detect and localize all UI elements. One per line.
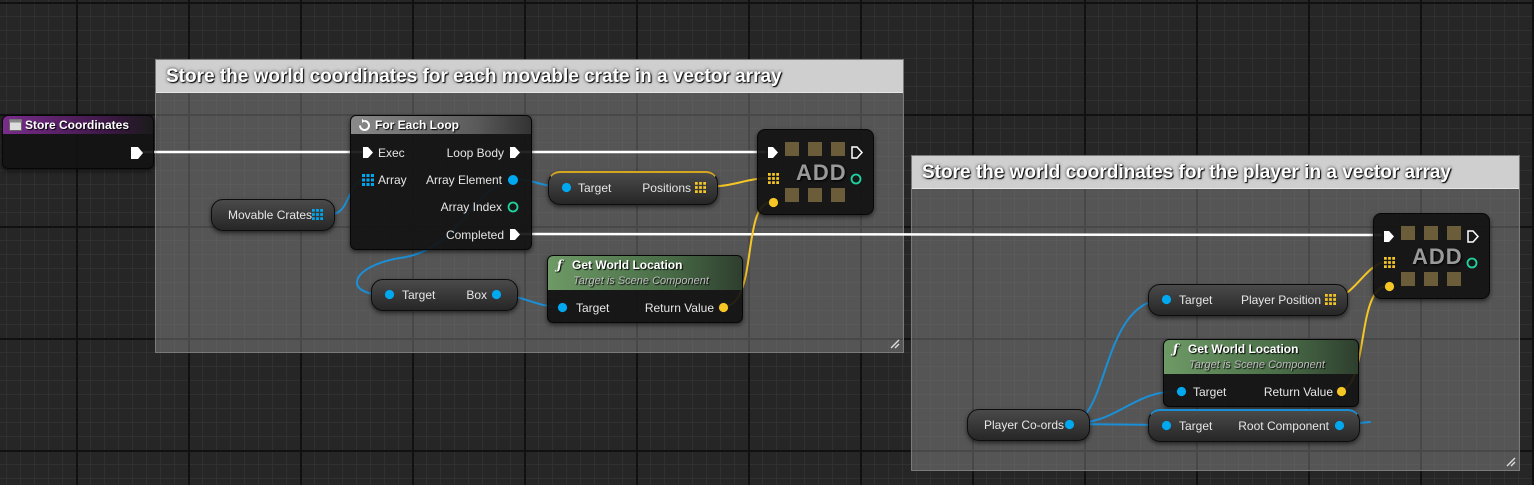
loop-icon bbox=[359, 119, 370, 131]
array-out-pin-icon[interactable] bbox=[312, 209, 323, 220]
target-in-pin-icon[interactable] bbox=[1161, 294, 1172, 305]
for-each-loop-node[interactable]: For Each Loop Exec Array Loop Body Array… bbox=[350, 115, 532, 250]
completed-pin-icon[interactable] bbox=[509, 228, 521, 241]
int-out-pin-icon[interactable] bbox=[850, 173, 862, 185]
array-add-node-2[interactable]: ADD bbox=[1373, 213, 1490, 299]
array-in-pin-icon[interactable] bbox=[1384, 257, 1395, 268]
for-each-header: For Each Loop bbox=[351, 116, 531, 134]
player-coords-label: Player Co-ords bbox=[984, 418, 1065, 432]
movable-crates-variable-node[interactable]: Movable Crates bbox=[211, 199, 335, 231]
target-in-pin-icon[interactable] bbox=[1161, 420, 1172, 431]
exec-in-pin-icon[interactable] bbox=[362, 146, 374, 159]
target-in-pin-icon[interactable] bbox=[384, 289, 395, 300]
return-value-label: Return Value bbox=[644, 301, 714, 315]
array-index-pin-icon[interactable] bbox=[507, 201, 519, 213]
player-position-getter-node[interactable]: Target Player Position bbox=[1148, 284, 1348, 316]
array-index-label: Array Index bbox=[440, 200, 502, 214]
loop-body-pin-icon[interactable] bbox=[509, 146, 521, 159]
array-out-pin-icon[interactable] bbox=[1325, 294, 1336, 305]
object-out-pin-icon[interactable] bbox=[491, 289, 502, 300]
target-in-pin-icon[interactable] bbox=[1176, 386, 1187, 397]
array-in-pin-icon[interactable] bbox=[362, 174, 374, 186]
exec-in-pin-icon[interactable] bbox=[1383, 230, 1395, 243]
function-header: ƒ Get World Location Target is Scene Com… bbox=[548, 256, 742, 290]
array-label: Array bbox=[378, 173, 407, 187]
function-header: ƒ Get World Location Target is Scene Com… bbox=[1164, 340, 1358, 374]
loop-body-label: Loop Body bbox=[446, 146, 504, 160]
target-label: Target bbox=[578, 181, 612, 195]
completed-label: Completed bbox=[445, 228, 504, 242]
array-out-pin-icon[interactable] bbox=[695, 182, 706, 193]
resize-handle-icon[interactable] bbox=[888, 337, 900, 349]
event-node-header: Store Coordinates bbox=[3, 116, 153, 134]
array-add-node-1[interactable]: ADD bbox=[757, 129, 874, 215]
add-label: ADD bbox=[796, 160, 847, 185]
int-out-pin-icon[interactable] bbox=[1466, 257, 1478, 269]
array-in-pin-icon[interactable] bbox=[768, 173, 779, 184]
player-coords-variable-node[interactable]: Player Co-ords bbox=[967, 409, 1090, 441]
event-node-store-coordinates[interactable]: Store Coordinates bbox=[2, 115, 154, 169]
comment-title-crates[interactable]: Store the world coordinates for each mov… bbox=[156, 60, 903, 93]
object-out-pin-icon[interactable] bbox=[1064, 419, 1075, 430]
target-label: Target bbox=[1179, 293, 1213, 307]
get-world-location-node-1[interactable]: ƒ Get World Location Target is Scene Com… bbox=[547, 255, 743, 323]
root-component-getter-node[interactable]: Target Root Component bbox=[1148, 409, 1360, 442]
positions-getter-node[interactable]: Target Positions bbox=[548, 171, 718, 205]
for-each-title: For Each Loop bbox=[375, 118, 459, 132]
exec-out-pin-icon[interactable] bbox=[851, 146, 863, 159]
target-in-pin-icon[interactable] bbox=[561, 182, 572, 193]
movable-crates-label: Movable Crates bbox=[228, 208, 313, 222]
get-world-location-node-2[interactable]: ƒ Get World Location Target is Scene Com… bbox=[1163, 339, 1359, 407]
positions-label: Positions bbox=[642, 181, 691, 195]
target-label: Target bbox=[402, 288, 436, 302]
gwl-subtitle: Target is Scene Component bbox=[1189, 359, 1325, 371]
event-title: Store Coordinates bbox=[25, 118, 130, 132]
object-out-pin-icon[interactable] bbox=[1334, 420, 1345, 431]
target-in-pin-icon[interactable] bbox=[557, 302, 568, 313]
function-icon: ƒ bbox=[557, 258, 563, 272]
array-element-pin-icon[interactable] bbox=[507, 174, 519, 186]
exec-in-pin-icon[interactable] bbox=[767, 146, 779, 159]
exec-label: Exec bbox=[378, 146, 405, 160]
target-label: Target bbox=[1193, 385, 1227, 399]
gwl-title: Get World Location bbox=[1188, 342, 1299, 356]
target-label: Target bbox=[1179, 419, 1213, 433]
add-label: ADD bbox=[1412, 244, 1463, 269]
target-label: Target bbox=[576, 301, 610, 315]
gwl-subtitle: Target is Scene Component bbox=[573, 275, 709, 287]
event-icon bbox=[9, 119, 22, 131]
exec-out-pin-icon[interactable] bbox=[1467, 230, 1479, 243]
comment-title-player[interactable]: Store the world coordinates for the play… bbox=[912, 156, 1519, 189]
return-value-label: Return Value bbox=[1263, 385, 1333, 399]
vector-out-pin-icon[interactable] bbox=[718, 302, 729, 313]
vector-in-pin-icon[interactable] bbox=[1384, 281, 1395, 292]
resize-handle-icon[interactable] bbox=[1504, 455, 1516, 467]
function-icon: ƒ bbox=[1173, 342, 1179, 356]
player-position-label: Player Position bbox=[1240, 293, 1321, 307]
vector-out-pin-icon[interactable] bbox=[1336, 386, 1347, 397]
gwl-title: Get World Location bbox=[572, 258, 683, 272]
root-component-label: Root Component bbox=[1238, 419, 1329, 433]
box-getter-node[interactable]: Target Box bbox=[371, 279, 518, 311]
box-label: Box bbox=[466, 288, 487, 302]
array-element-label: Array Element bbox=[425, 173, 502, 187]
exec-out-pin-icon[interactable] bbox=[130, 146, 144, 160]
vector-in-pin-icon[interactable] bbox=[768, 197, 779, 208]
